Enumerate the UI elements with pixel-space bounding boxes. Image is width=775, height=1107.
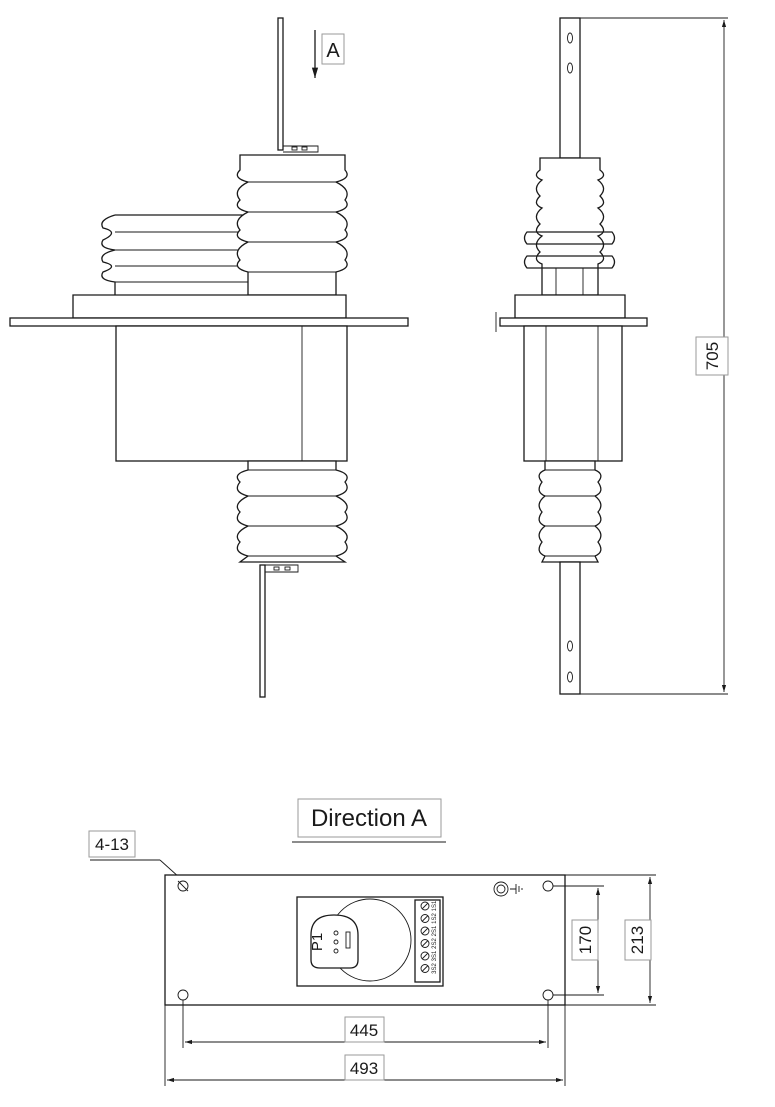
base-cap xyxy=(72,294,347,319)
bottom-terminal-bracket xyxy=(262,564,299,573)
side-view xyxy=(495,17,648,695)
left-insulator xyxy=(101,214,256,295)
terminal-screw-icon xyxy=(420,939,430,948)
terminal-screw-icon xyxy=(420,926,430,936)
terminal-screw-icon xyxy=(420,951,430,961)
p1-label: P1 xyxy=(309,933,326,951)
lower-insulator xyxy=(236,460,348,563)
arrow-a-label: A xyxy=(326,40,340,62)
side-top-bar xyxy=(559,17,581,159)
dim-445-label: 445 xyxy=(350,1021,378,1040)
terminal-label: 3S1 xyxy=(432,950,438,961)
dimension-height: 705 xyxy=(580,17,729,695)
dimension-445: 445 xyxy=(182,1000,549,1048)
side-core-housing xyxy=(523,325,623,462)
holes-note-label: 4-13 xyxy=(95,835,129,854)
dim-705-label: 705 xyxy=(703,342,722,370)
side-upper-insulator xyxy=(523,157,616,296)
holes-note: 4-13 xyxy=(88,830,201,897)
direction-a-label: Direction A xyxy=(311,805,427,832)
terminal-screw-icon xyxy=(420,914,430,923)
terminal-strip xyxy=(414,899,441,983)
dim-493-label: 493 xyxy=(350,1059,378,1078)
terminal-screw-icon xyxy=(420,901,430,911)
ground-symbol-icon xyxy=(510,884,523,894)
front-view xyxy=(9,17,409,698)
ground-bolt-icon xyxy=(493,881,509,897)
terminal-label: 2S2 xyxy=(432,938,438,949)
terminal-label: 1S2 xyxy=(432,913,438,924)
direction-a-title: Direction A xyxy=(292,798,446,843)
side-bottom-bar xyxy=(559,561,581,695)
side-lower-insulator xyxy=(538,460,602,563)
bottom-terminal-bar xyxy=(259,564,266,698)
terminal-label: 3S2 xyxy=(432,963,438,974)
dimension-170: 170 xyxy=(553,885,604,996)
terminal-label: 1S1 xyxy=(432,900,438,911)
side-base-cap xyxy=(514,294,626,319)
top-terminal-bracket xyxy=(283,145,319,153)
top-terminal-bar xyxy=(277,17,284,151)
terminal-screw-icon xyxy=(420,964,430,973)
p1-terminal xyxy=(310,914,359,969)
dim-213-label: 213 xyxy=(628,926,647,954)
dim-170-label: 170 xyxy=(576,926,595,954)
side-mounting-plate xyxy=(499,317,648,327)
core-housing xyxy=(115,325,348,462)
mounting-hole xyxy=(177,880,189,892)
direction-a-arrow: A xyxy=(311,30,345,78)
mounting-plate xyxy=(9,317,409,327)
dimension-213: 213 xyxy=(565,874,656,1006)
upper-insulator xyxy=(236,154,348,296)
terminal-label: 2S1 xyxy=(432,925,438,936)
dimension-493: 493 xyxy=(164,1005,566,1086)
